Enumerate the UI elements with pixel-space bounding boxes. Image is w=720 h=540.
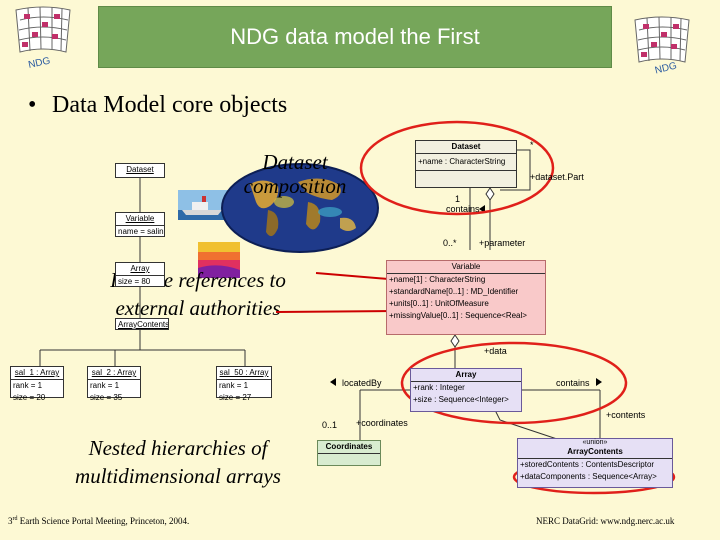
label-zero-many: 0..* xyxy=(443,238,457,248)
class-array-attr-2: +size : Sequence<Integer> xyxy=(413,395,509,404)
child-array-1-name: sal_1 : Array xyxy=(11,367,63,380)
class-variable-name: Variable xyxy=(387,261,545,274)
ship-photo xyxy=(178,190,228,220)
instance-array-attr: size = 80 xyxy=(118,277,151,286)
child-array-3-size: size = 27 xyxy=(219,393,252,402)
callout-nested-line2: multidimensional arrays xyxy=(75,464,281,488)
footer-left-text: Earth Science Portal Meeting, Princeton,… xyxy=(19,516,190,526)
instance-array-box: Array size = 80 xyxy=(115,262,165,287)
ndg-logo-right: NDG xyxy=(625,12,699,82)
child-array-1-size: size = 20 xyxy=(13,393,46,402)
class-array-attr-1: +rank : Integer xyxy=(413,383,465,392)
class-variable-attr-2: +standardName[0..1] : MD_Identifier xyxy=(389,287,519,296)
class-variable-attr-3: +units[0..1] : UnitOfMeasure xyxy=(389,299,489,308)
child-array-2-name: sal_2 : Array xyxy=(88,367,140,380)
class-arraycontents-attr-2: +dataComponents : Sequence<Array> xyxy=(520,472,657,481)
ndg-logo-left: NDG xyxy=(6,2,80,72)
instance-arraycontents-label: ArrayContents xyxy=(118,320,168,329)
logo-text-left: NDG xyxy=(27,56,51,71)
label-multiplicity-star: * xyxy=(530,140,534,150)
instance-dataset-label: Dataset xyxy=(126,165,154,174)
label-multiplicity-one: 1 xyxy=(455,194,461,204)
salinity-plot-image xyxy=(198,242,240,278)
class-arraycontents-stereotype: «union» xyxy=(582,439,608,446)
footer-left: 3rd Earth Science Portal Meeting, Prince… xyxy=(8,516,189,526)
class-dataset-box: Dataset +name : CharacterString xyxy=(415,140,517,188)
callout-dataset-line2: composition xyxy=(243,174,347,198)
child-array-1-rank: rank = 1 xyxy=(13,381,43,390)
label-dataset-part: +dataset.Part xyxy=(530,172,584,182)
bullet-heading: • Data Model core objects xyxy=(28,92,287,119)
label-parameter: +parameter xyxy=(479,238,526,248)
class-coordinates-name: Coordinates xyxy=(318,441,380,454)
callout-dataset: Dataset composition xyxy=(240,150,350,198)
instance-arraycontents-box: ArrayContents xyxy=(115,318,169,330)
instance-dataset-box: Dataset xyxy=(115,163,165,178)
label-contents: +contents xyxy=(606,410,646,420)
callout-dataset-line1: Dataset xyxy=(262,150,328,174)
footer-left-num: 3 xyxy=(8,516,13,526)
instance-child-array-2: sal_2 : Array rank = 1 size = 35 xyxy=(87,366,141,402)
class-coordinates-box: Coordinates xyxy=(317,440,381,466)
child-array-3-rank: rank = 1 xyxy=(219,381,249,390)
callout-nested: Nested hierarchies of multidimensional a… xyxy=(48,434,308,490)
class-array-name: Array xyxy=(411,369,521,382)
logo-text-right: NDG xyxy=(654,60,678,76)
label-located-by: locatedBy xyxy=(342,378,382,388)
child-array-2-rank: rank = 1 xyxy=(90,381,120,390)
label-data: +data xyxy=(484,346,507,356)
class-arraycontents-attr-1: +storedContents : ContentsDescriptor xyxy=(520,460,655,469)
class-dataset-name: Dataset xyxy=(416,141,516,154)
class-arraycontents-box: «union» ArrayContents +storedContents : … xyxy=(517,438,673,488)
class-dataset-attr: +name : CharacterString xyxy=(416,154,516,171)
class-variable-box: Variable +name[1] : CharacterString +sta… xyxy=(386,260,546,335)
globe-image xyxy=(220,162,380,254)
instance-variable-name: Variable xyxy=(116,213,164,226)
callout-nested-line1: Nested hierarchies of xyxy=(88,436,268,460)
bullet-text: Data Model core objects xyxy=(52,92,288,118)
child-array-3-name: sal_50 : Array xyxy=(217,367,271,380)
label-coordinates-role: +coordinates xyxy=(356,418,408,428)
footer-right: NERC DataGrid: www.ndg.nerc.ac.uk xyxy=(536,516,675,526)
class-arraycontents-name: ArrayContents xyxy=(518,447,672,459)
instance-variable-box: Variable name = salinity xyxy=(115,212,165,237)
instance-child-array-1: sal_1 : Array rank = 1 size = 20 xyxy=(10,366,64,402)
label-contains-2: contains xyxy=(556,378,590,388)
class-variable-attr-1: +name[1] : CharacterString xyxy=(389,275,486,284)
instance-array-name: Array xyxy=(116,263,164,276)
instance-child-array-3: sal_50 : Array rank = 1 size = 27 xyxy=(216,366,272,402)
footer-left-sup: rd xyxy=(12,516,18,522)
label-contains: contains xyxy=(446,204,480,214)
label-zero-one: 0..1 xyxy=(322,420,338,430)
instance-variable-attr: name = salinity xyxy=(118,227,164,236)
class-array-box: Array +rank : Integer +size : Sequence<I… xyxy=(410,368,522,412)
slide-title: NDG data model the First xyxy=(98,6,612,68)
child-array-2-size: size = 35 xyxy=(90,393,123,402)
class-variable-attr-4: +missingValue[0..1] : Sequence<Real> xyxy=(389,311,527,320)
bullet-icon: • xyxy=(28,92,37,118)
callout-include-line2: external authorities xyxy=(115,296,281,320)
